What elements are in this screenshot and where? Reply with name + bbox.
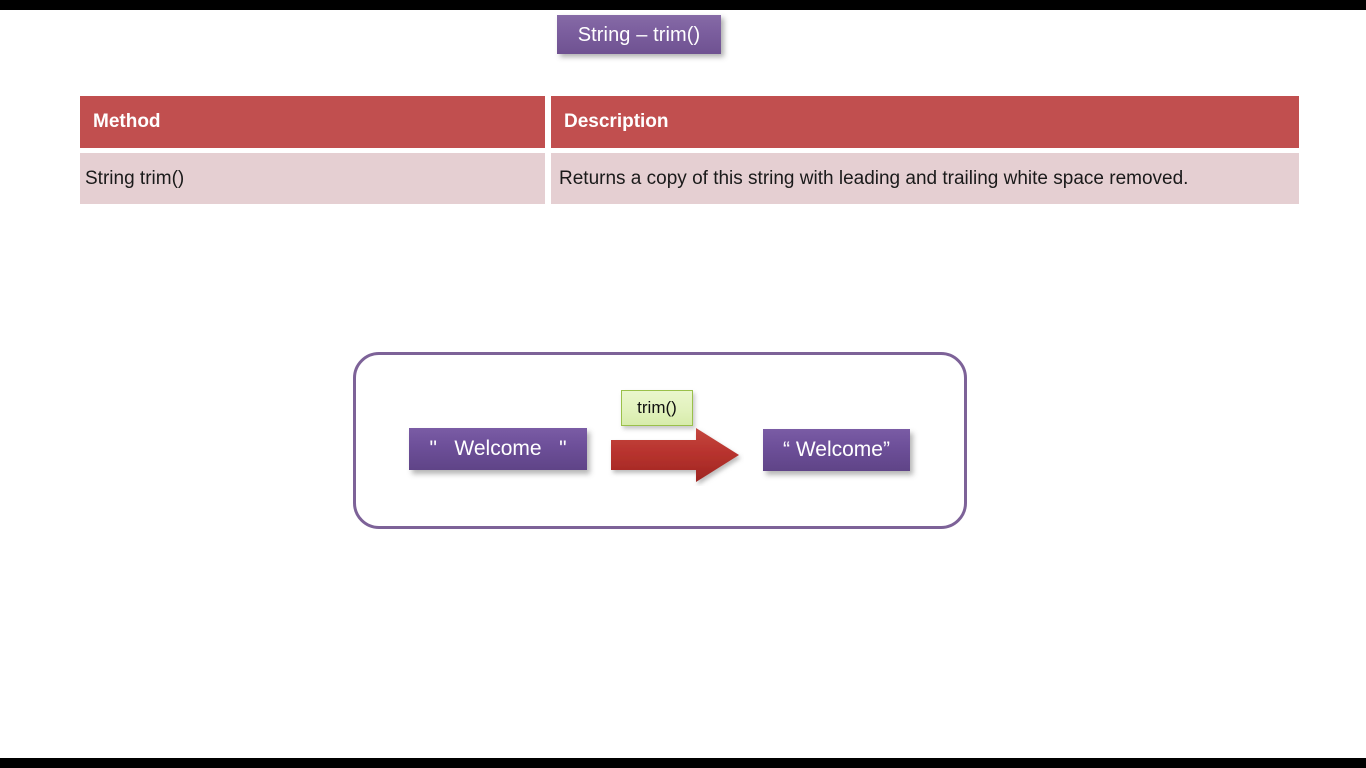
table-header-description: Description [551, 96, 1299, 148]
diagram-output-string-box: “ Welcome” [763, 429, 910, 471]
letterbox-top-bar [0, 0, 1366, 10]
right-arrow-icon [611, 428, 739, 482]
table-column-divider [545, 153, 551, 204]
table-cell-description: Returns a copy of this string with leadi… [551, 153, 1299, 204]
slide-title-banner: String – trim() [557, 15, 721, 54]
table-column-divider [545, 96, 551, 148]
method-description-table: Method Description String trim() Returns… [80, 96, 1299, 204]
table-row: String trim() Returns a copy of this str… [80, 153, 1299, 204]
diagram-operation-label: trim() [621, 390, 693, 426]
table-cell-method: String trim() [80, 153, 545, 204]
page-title: String – trim() [577, 23, 701, 46]
arrow-shape [611, 428, 739, 482]
table-header-row: Method Description [80, 96, 1299, 148]
table-header-method: Method [80, 96, 545, 148]
diagram-input-string-box: " Welcome " [409, 428, 587, 470]
letterbox-bottom-bar [0, 758, 1366, 768]
